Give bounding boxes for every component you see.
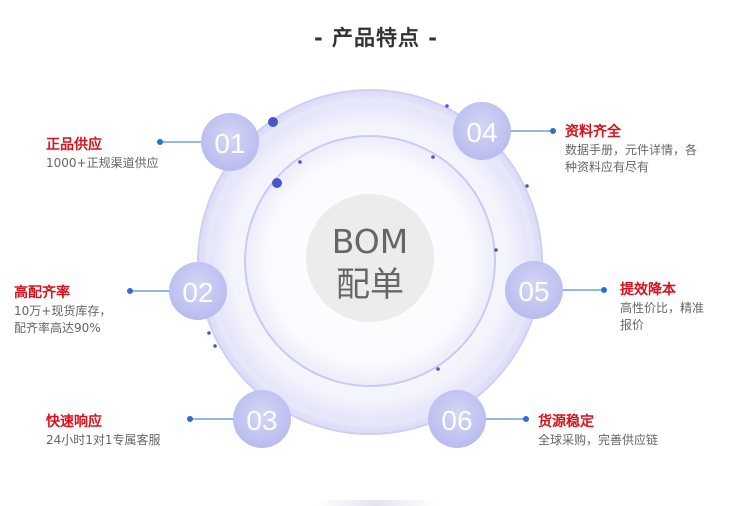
- orbit-dot: [213, 344, 217, 348]
- feature-01-title: 正品供应: [46, 137, 102, 153]
- orbit-dot: [272, 178, 282, 188]
- connector-06: [486, 416, 529, 422]
- badge-06: 06: [428, 390, 486, 448]
- page-title: - 产品特点 -: [313, 26, 439, 50]
- orbit-dot: [268, 117, 278, 127]
- feature-02: 高配齐率 10万+现货库存， 配齐率高达90%: [14, 283, 111, 337]
- feature-03: 快速响应 24小时1对1专属客服: [46, 412, 161, 449]
- feature-04: 资料齐全 数据手册，元件详情，各 种资料应有尽有: [565, 122, 697, 176]
- orbit-dot: [298, 160, 302, 164]
- badge-03-number: 03: [246, 405, 277, 436]
- center-label-peidan: 配单: [336, 265, 404, 305]
- connector-04: [510, 128, 556, 134]
- badge-05: 05: [505, 261, 563, 319]
- orbit-dot: [445, 104, 449, 108]
- badge-03: 03: [233, 390, 291, 448]
- feature-01-desc: 1000+正规渠道供应: [46, 156, 159, 170]
- orbit-dot: [436, 367, 440, 371]
- feature-06-title: 货源稳定: [538, 414, 594, 430]
- center-label-bom: BOM: [332, 222, 409, 261]
- badge-02-number: 02: [182, 277, 213, 308]
- feature-04-desc: 数据手册，元件详情，各 种资料应有尽有: [565, 143, 698, 174]
- badge-04-number: 04: [466, 117, 497, 148]
- feature-03-title: 快速响应: [46, 414, 102, 430]
- bottom-shadow-bar: [316, 500, 436, 506]
- feature-06-desc: 全球采购，完善供应链: [538, 433, 659, 447]
- feature-05: 提效降本 高性价比，精准 报价: [620, 280, 704, 334]
- feature-04-title: 资料齐全: [565, 124, 621, 140]
- orbit-dot: [494, 248, 498, 252]
- orbit-dot: [207, 331, 211, 335]
- feature-03-desc: 24小时1对1专属客服: [46, 433, 161, 447]
- badge-04: 04: [453, 102, 511, 160]
- badge-06-number: 06: [441, 405, 472, 436]
- feature-05-desc: 高性价比，精准 报价: [620, 301, 705, 332]
- connector-01: [157, 139, 203, 145]
- badge-01: 01: [201, 113, 259, 171]
- feature-02-desc: 10万+现货库存， 配齐率高达90%: [14, 304, 112, 335]
- center-circle: [306, 194, 434, 322]
- feature-02-title: 高配齐率: [14, 285, 70, 301]
- badge-05-number: 05: [518, 276, 549, 307]
- badge-01-number: 01: [214, 128, 245, 159]
- badge-02: 02: [169, 262, 227, 320]
- feature-06: 货源稳定 全球采购，完善供应链: [538, 412, 658, 449]
- orbit-dot: [431, 155, 435, 159]
- connector-03: [187, 416, 234, 422]
- orbit-dot: [525, 184, 529, 188]
- feature-05-title: 提效降本: [620, 282, 676, 298]
- feature-01: 正品供应 1000+正规渠道供应: [46, 135, 159, 172]
- connector-02: [127, 288, 170, 294]
- connector-05: [562, 287, 607, 293]
